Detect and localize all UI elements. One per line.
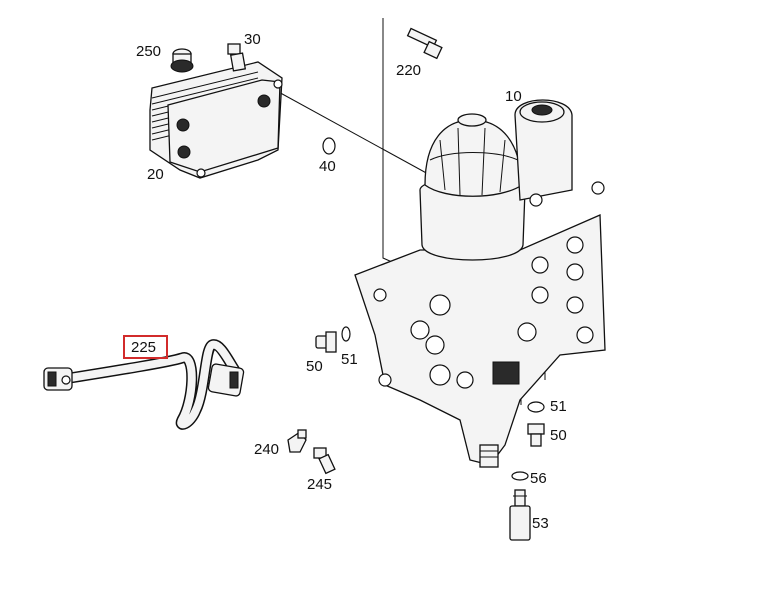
plug-part-250	[170, 48, 194, 73]
bolt-part-220	[406, 27, 443, 60]
label-245: 245	[307, 476, 333, 493]
label-40: 40	[319, 158, 336, 175]
seal-part-51-right	[527, 401, 545, 413]
label-51-right: 51	[550, 398, 567, 415]
sensor-part-53	[509, 489, 531, 541]
label-225: 225	[131, 339, 157, 356]
seal-part-51-left	[341, 326, 351, 342]
leader-20-to-body	[274, 89, 431, 176]
pipe-part-225	[43, 339, 245, 430]
leader-10-vertical	[382, 18, 393, 263]
label-56: 56	[530, 470, 547, 487]
label-250: 250	[136, 43, 162, 60]
plug-part-50-right	[527, 423, 545, 447]
label-53: 53	[532, 515, 549, 532]
bolt-part-245	[313, 447, 336, 475]
filter-module-part-10	[354, 99, 606, 468]
label-30: 30	[244, 31, 261, 48]
pump-fittings	[373, 181, 605, 389]
label-20: 20	[147, 166, 164, 183]
seal-part-56	[511, 471, 529, 481]
label-50-right: 50	[550, 427, 567, 444]
clip-part-240	[287, 429, 307, 453]
bolt-part-30	[227, 43, 247, 72]
plug-part-50-left	[315, 331, 337, 353]
label-220: 220	[396, 62, 422, 79]
o-ring-part-40	[322, 137, 336, 155]
label-51-left: 51	[341, 351, 358, 368]
oil-cooler-part-20	[149, 61, 283, 179]
label-50-left: 50	[306, 358, 323, 375]
label-10: 10	[505, 88, 522, 105]
label-240: 240	[254, 441, 280, 458]
highlight-box-225	[123, 335, 168, 359]
